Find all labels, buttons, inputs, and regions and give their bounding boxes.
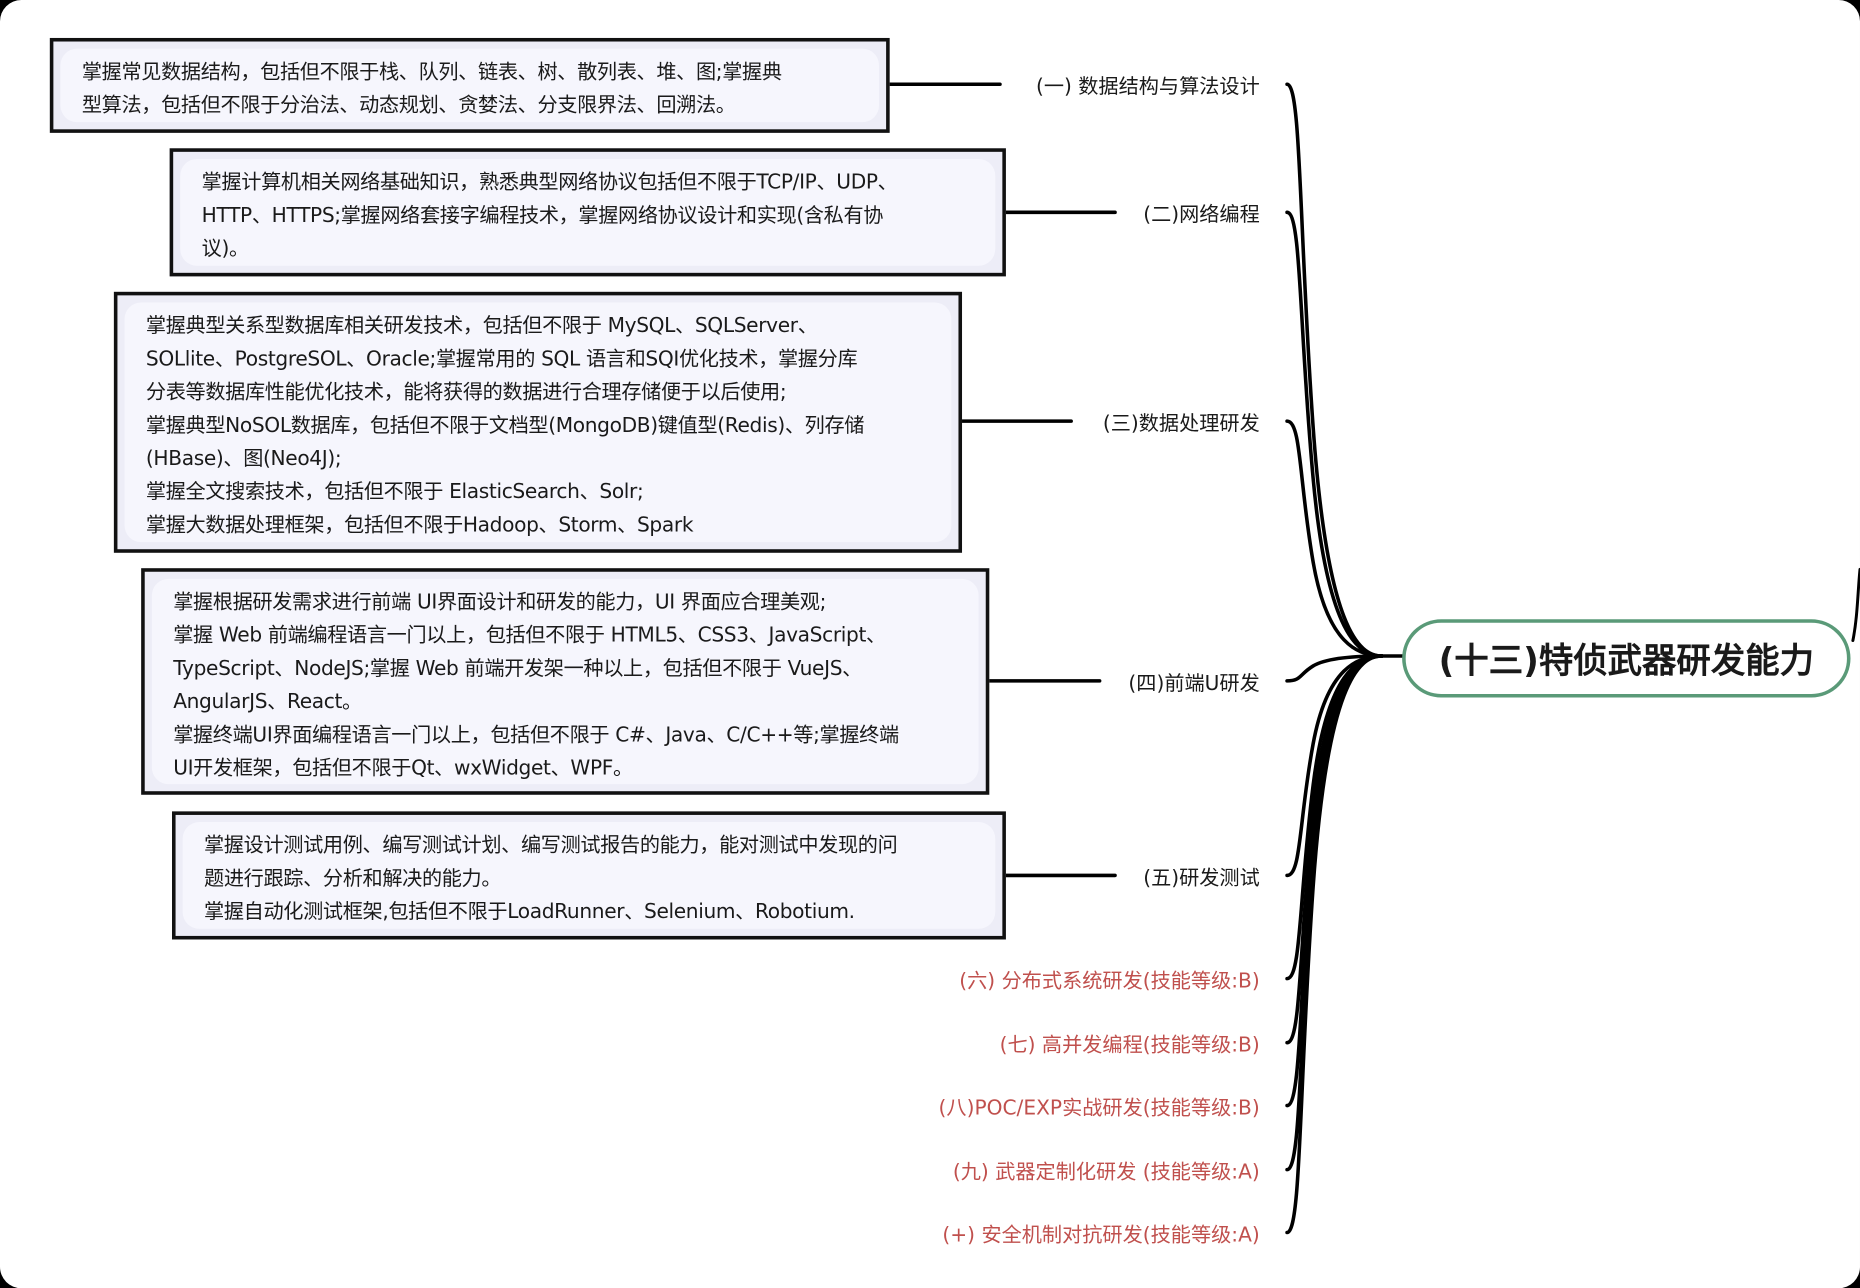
branch-data-processing[interactable]: (三)数据处理研发 bbox=[1102, 412, 1260, 436]
branch-connector bbox=[1285, 82, 1384, 658]
branch-testing[interactable]: (五)研发测试 bbox=[1143, 866, 1260, 891]
branch-connector bbox=[1285, 419, 1384, 658]
root-right-connector bbox=[1851, 567, 1860, 643]
detail-line: 掌握终端UI界面编程语言一门以上，包括但不限于 C#、Java、C/C++等;掌… bbox=[173, 723, 899, 748]
detail-line: 掌握典型NoSOL数据库，包括但不限于文档型(MongoDB)键值型(Redis… bbox=[145, 413, 865, 438]
branch-connector bbox=[1285, 210, 1384, 658]
detail-line: 议)。 bbox=[201, 237, 249, 261]
detail-line: 题进行跟踪、分析和解决的能力。 bbox=[204, 867, 502, 891]
branch-connector bbox=[1285, 654, 1384, 878]
detail-line: 分表等数据库性能优化技术，能将获得的数据进行合理存储便于以后使用; bbox=[145, 380, 787, 405]
detail-box-2[interactable]: 掌握计算机相关网络基础知识，熟悉典型网络协议包括但不限于TCP/IP、UDP、 H… bbox=[169, 148, 1006, 277]
branch-data-structures[interactable]: (一) 数据结构与算法设计 bbox=[1035, 75, 1260, 100]
detail-line: 掌握自动化测试框架,包括但不限于LoadRunner、Selenium、Robo… bbox=[204, 900, 855, 925]
detail-line: 掌握设计测试用例、编写测试计划、编写测试报告的能力，能对测试中发现的问 bbox=[204, 833, 898, 858]
detail-line: 掌握全文搜索技术，包括但不限于 ElasticSearch、Solr; bbox=[145, 480, 644, 505]
branch-connector bbox=[1285, 654, 1384, 1235]
detail-line: 掌握大数据处理框架，包括但不限于Hadoop、Storm、Spark bbox=[145, 513, 694, 538]
branch-network[interactable]: (二)网络编程 bbox=[1143, 203, 1260, 228]
branch-poc-exp[interactable]: (八)POC/EXP实战研发(技能等级:B) bbox=[938, 1096, 1260, 1121]
detail-line: SOLlite、PostgreSOL、Oracle;掌握常用的 SQL 语言和S… bbox=[145, 347, 858, 372]
root-node[interactable]: (十三)特侦武器研发能力 bbox=[1402, 619, 1851, 698]
branch-connector bbox=[1285, 654, 1384, 683]
branch-security-mechanism[interactable]: (+) 安全机制对抗研发(技能等级:A) bbox=[942, 1223, 1260, 1248]
detail-line: (HBase)、图(Neo4J); bbox=[145, 447, 342, 471]
detail-box-4[interactable]: 掌握根据研发需求进行前端 UI界面设计和研发的能力，UI 界面应合理美观; 掌握 … bbox=[141, 568, 990, 795]
detail-line: 掌握 Web 前端编程语言一门以上，包括但不限于 HTML5、CSS3、Java… bbox=[173, 623, 886, 648]
branch-frontend[interactable]: (四)前端U研发 bbox=[1128, 671, 1260, 696]
detail-line: 掌握常见数据结构，包括但不限于栈、队列、链表、树、散列表、堆、图;掌握典 bbox=[81, 60, 782, 85]
detail-line: 型算法，包括但不限于分治法、动态规划、贪婪法、分支限界法、回溯法。 bbox=[81, 93, 736, 118]
detail-line: 掌握典型关系型数据库相关研发技术，包括但不限于 MySQL、SQLServer、 bbox=[145, 314, 818, 339]
branch-weapon-custom[interactable]: (九) 武器定制化研发 (技能等级:A) bbox=[952, 1160, 1260, 1185]
branch-concurrency[interactable]: (七) 高并发编程(技能等级:B) bbox=[999, 1033, 1260, 1058]
detail-line: 掌握计算机相关网络基础知识，熟悉典型网络协议包括但不限于TCP/IP、UDP、 bbox=[201, 170, 898, 195]
detail-line: 掌握根据研发需求进行前端 UI界面设计和研发的能力，UI 界面应合理美观; bbox=[173, 590, 827, 615]
detail-box-5[interactable]: 掌握设计测试用例、编写测试计划、编写测试报告的能力，能对测试中发现的问题进行跟踪… bbox=[172, 811, 1006, 940]
branch-distributed[interactable]: (六) 分布式系统研发(技能等级:B) bbox=[959, 969, 1260, 994]
detail-line: UI开发框架，包括但不限于Qt、wxWidget、WPF。 bbox=[173, 756, 633, 781]
detail-line: TypeScript、NodeJS;掌握 Web 前端开发架一种以上，包括但不限… bbox=[173, 657, 862, 681]
detail-box-1[interactable]: 掌握常见数据结构，包括但不限于栈、队列、链表、树、散列表、堆、图;掌握典型算法，… bbox=[49, 37, 890, 133]
detail-box-3[interactable]: 掌握典型关系型数据库相关研发技术，包括但不限于 MySQL、SQLServer、… bbox=[113, 291, 963, 553]
detail-line: HTTP、HTTPS;掌握网络套接字编程技术，掌握网络协议设计和实现(含私有协 bbox=[201, 204, 884, 228]
detail-line: AngularJS、React。 bbox=[173, 690, 362, 715]
